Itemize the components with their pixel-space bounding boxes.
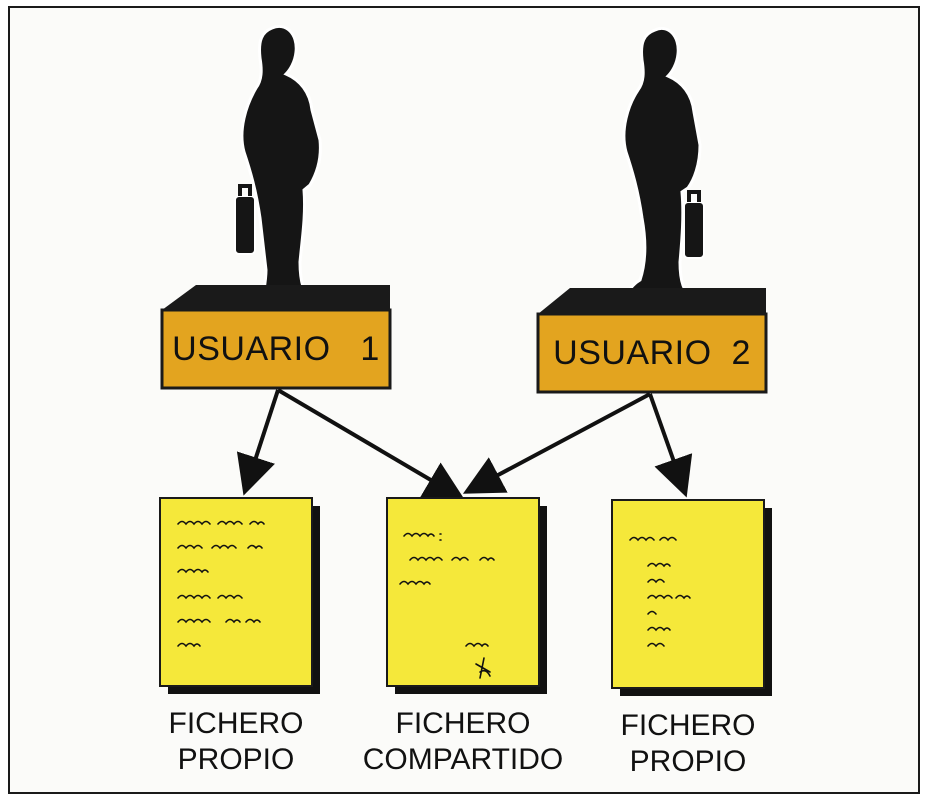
arrow-icon: [648, 393, 693, 498]
document-icon: [386, 497, 540, 687]
briefcase-icon: [683, 190, 705, 259]
file-2-label: FICHERO COMPARTIDO: [343, 706, 583, 778]
handwriting-scribbles: [399, 532, 495, 679]
handwriting-scribbles: [177, 520, 265, 648]
handwriting-scribbles: [629, 536, 691, 648]
arrow-icon: [462, 392, 651, 494]
file-3: [611, 499, 772, 696]
file-2-label-line1: FICHERO: [395, 707, 531, 740]
person-silhouette-icon: [622, 27, 702, 308]
user-1-label: USUARIO 1: [172, 329, 380, 368]
user-1-box: [160, 308, 392, 390]
file-2-label-line2: COMPARTIDO: [362, 743, 564, 776]
arrow-icon: [276, 388, 465, 501]
arrows: [236, 388, 693, 501]
user-2-box: [536, 312, 768, 394]
person-silhouette-icon: [240, 25, 322, 310]
file-1-label-line1: FICHERO: [168, 707, 304, 740]
document-icon: [159, 497, 313, 687]
user-1-platform: [160, 285, 392, 390]
file-3-label-line1: FICHERO: [620, 709, 756, 742]
user-2-figure: [622, 27, 705, 308]
user-2-platform: [536, 288, 768, 394]
file-3-label: FICHERO PROPIO: [568, 708, 808, 780]
file-3-label-line2: PROPIO: [629, 745, 747, 778]
user-1-figure: [234, 25, 322, 310]
arrow-icon: [236, 389, 280, 496]
file-2: [386, 497, 547, 694]
file-1-label: FICHERO PROPIO: [116, 706, 356, 778]
file-1-label-line2: PROPIO: [177, 743, 295, 776]
briefcase-icon: [234, 184, 256, 255]
user-2-label: USUARIO 2: [553, 333, 751, 372]
document-icon: [611, 499, 765, 689]
file-1: [159, 497, 320, 694]
